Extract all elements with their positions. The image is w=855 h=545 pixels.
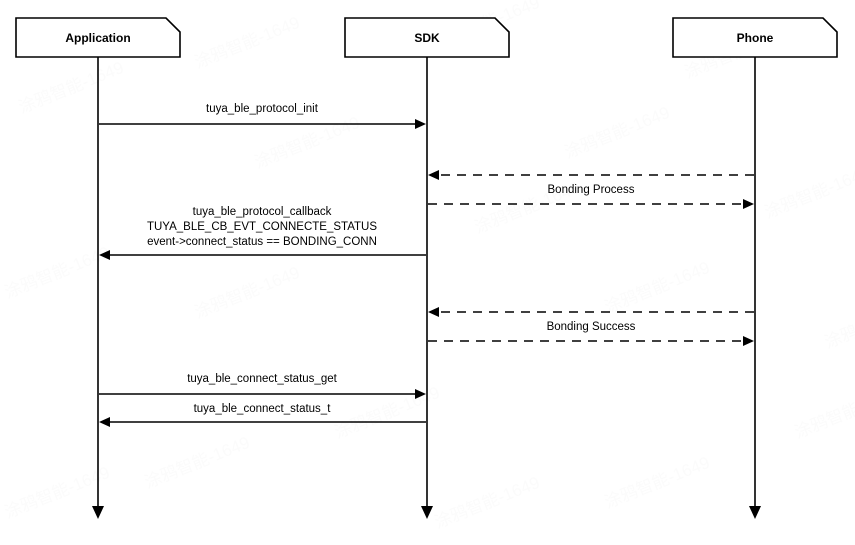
lifeline-phone: Phone xyxy=(672,17,838,519)
lifeline-label-phone: Phone xyxy=(737,31,774,45)
lifeline-label-sdk: SDK xyxy=(414,31,440,45)
message-m4: tuya_ble_protocol_callbackTUYA_BLE_CB_EV… xyxy=(99,206,426,260)
message-label-m8-line0: tuya_ble_connect_status_t xyxy=(194,403,332,415)
message-label-m1-line0: tuya_ble_protocol_init xyxy=(206,103,319,115)
message-arrowhead-m8 xyxy=(99,417,110,427)
message-label-m4-line2: event->connect_status == BONDING_CONN xyxy=(147,236,377,248)
lifeline-label-application: Application xyxy=(65,31,130,45)
lifeline-end-arrow-phone xyxy=(749,506,761,519)
message-label-m4-line0: tuya_ble_protocol_callback xyxy=(193,206,332,218)
message-label-m6-line0: Bonding Success xyxy=(547,321,636,333)
message-m3: Bonding Process xyxy=(428,184,754,209)
lifeline-header-box-sdk xyxy=(344,17,510,58)
message-m1: tuya_ble_protocol_init xyxy=(99,103,426,129)
message-label-m3-line0: Bonding Process xyxy=(548,184,635,196)
lifeline-header-box-application xyxy=(15,17,181,58)
message-arrowhead-m5 xyxy=(428,307,439,317)
lifeline-sdk: SDK xyxy=(344,17,510,519)
lifeline-header-box-phone xyxy=(672,17,838,58)
message-arrowhead-m3 xyxy=(743,199,754,209)
message-arrowhead-m4 xyxy=(99,250,110,260)
message-label-m7-line0: tuya_ble_connect_status_get xyxy=(187,373,337,385)
lifeline-application: Application xyxy=(15,17,181,519)
message-m6: Bonding Success xyxy=(428,321,754,346)
message-m5 xyxy=(428,307,754,317)
lifeline-end-arrow-application xyxy=(92,506,104,519)
message-m7: tuya_ble_connect_status_get xyxy=(99,373,426,399)
message-arrowhead-m2 xyxy=(428,170,439,180)
lifeline-end-arrow-sdk xyxy=(421,506,433,519)
message-arrowhead-m1 xyxy=(415,119,426,129)
message-m2 xyxy=(428,170,754,180)
message-arrowhead-m6 xyxy=(743,336,754,346)
message-arrowhead-m7 xyxy=(415,389,426,399)
lifelines-group: Application SDK Phone xyxy=(15,17,838,519)
message-label-m4-line1: TUYA_BLE_CB_EVT_CONNECTE_STATUS xyxy=(147,221,377,233)
message-m8: tuya_ble_connect_status_t xyxy=(99,403,426,427)
